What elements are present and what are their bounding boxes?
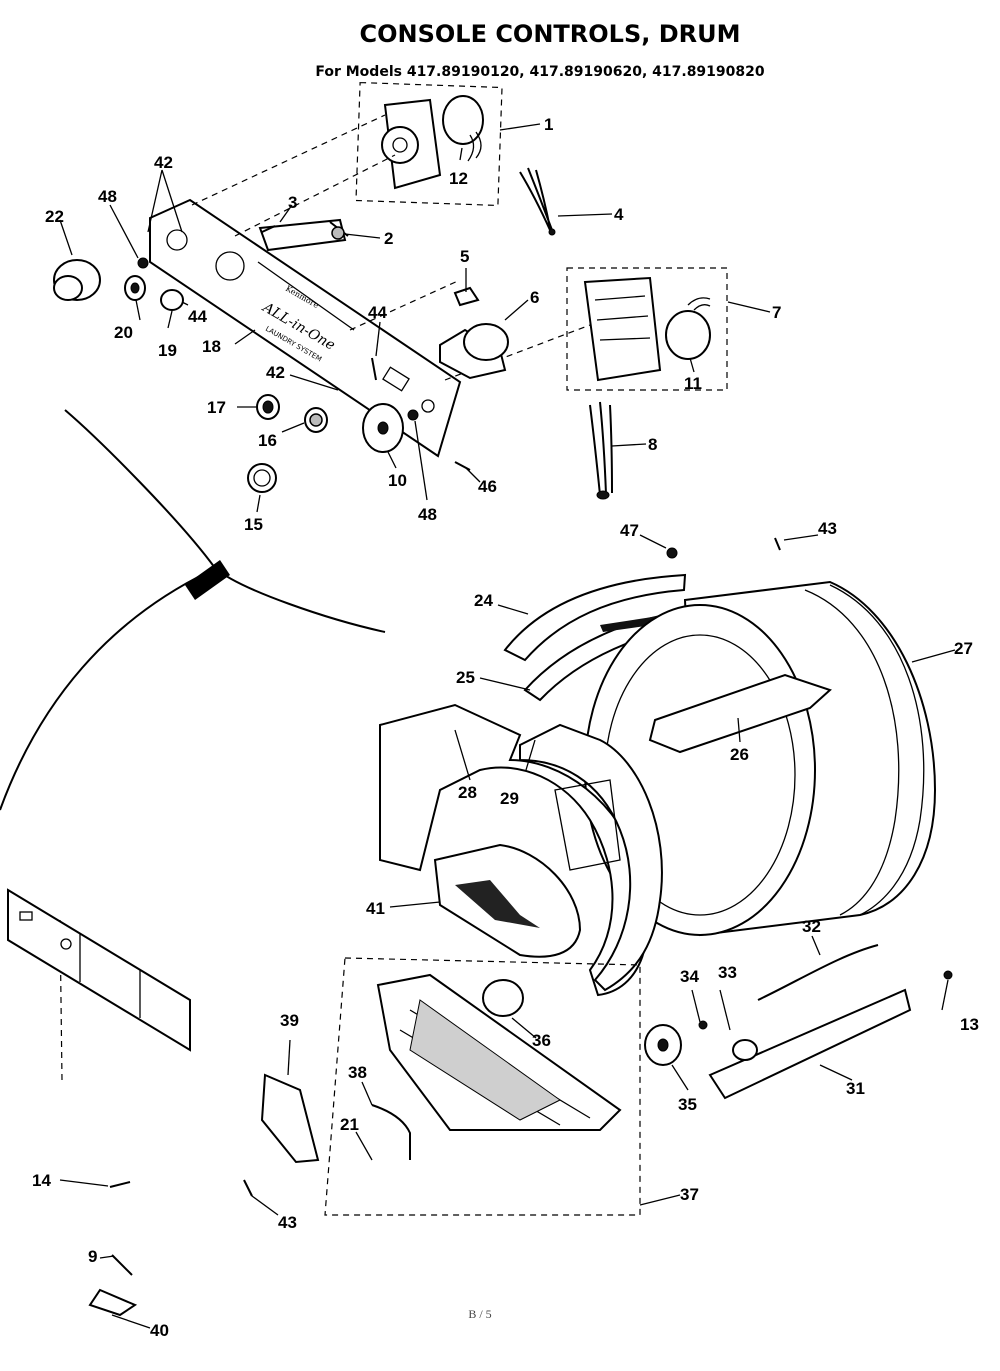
callout-48b: 48 [418, 505, 437, 524]
knob-15 [247, 463, 277, 493]
buzzer [439, 286, 509, 380]
grommet-48b [407, 409, 419, 421]
callout-24: 24 [474, 591, 493, 610]
callout-13: 13 [960, 1015, 979, 1034]
callout-42a: 42 [154, 153, 173, 172]
cabinet-outline [0, 409, 386, 1081]
model-subtitle: For Models 417.89190120, 417.89190620, 4… [315, 64, 765, 80]
callout-47: 47 [620, 521, 639, 540]
screw-9 [111, 1254, 133, 1276]
callout-32: 32 [802, 917, 821, 936]
callout-42b: 42 [266, 363, 285, 382]
pulley-hub [657, 1038, 669, 1052]
pulley-33 [732, 1039, 758, 1061]
knob-22 [53, 259, 101, 301]
callout-1: 1 [544, 115, 553, 134]
lint-filter-assembly [324, 957, 641, 1216]
screw-34 [698, 1020, 708, 1030]
screw-46 [454, 461, 471, 471]
screw-43a [774, 537, 781, 551]
callout-39: 39 [280, 1011, 299, 1030]
wire-harness-8 [589, 401, 613, 500]
clip-38 [371, 1104, 411, 1160]
callout-16: 16 [258, 431, 277, 450]
callout-10: 10 [388, 471, 407, 490]
callout-6: 6 [530, 288, 539, 307]
screw-14 [109, 1181, 131, 1188]
callout-20: 20 [114, 323, 133, 342]
callout-26: 26 [730, 745, 749, 764]
callout-28: 28 [458, 783, 477, 802]
grommet-48 [137, 257, 149, 269]
front-control-strip [7, 888, 191, 1052]
callout-44b: 44 [368, 303, 387, 322]
bracket-31 [708, 988, 912, 1100]
callout-3: 3 [288, 193, 297, 212]
callout-4: 4 [614, 205, 624, 224]
leader-lines [59, 123, 956, 1329]
knob-17 [256, 394, 280, 420]
bracket-40 [88, 1288, 138, 1317]
plate-41 [433, 843, 582, 958]
callout-12: 12 [449, 169, 468, 188]
callout-36: 36 [532, 1031, 551, 1050]
callout-17: 17 [207, 398, 226, 417]
cover-39 [260, 1073, 320, 1164]
screw-47 [666, 547, 678, 559]
callout-14: 14 [32, 1171, 51, 1190]
callout-35: 35 [678, 1095, 697, 1114]
callout-43b: 43 [278, 1213, 297, 1232]
knob-16 [304, 407, 328, 433]
relay-assembly [566, 267, 728, 391]
callout-27: 27 [954, 639, 973, 658]
callout-31: 31 [846, 1079, 865, 1098]
callout-9: 9 [88, 1247, 97, 1266]
callout-18: 18 [202, 337, 221, 356]
screw-43b [243, 1179, 253, 1197]
callout-43a: 43 [818, 519, 837, 538]
callout-21: 21 [340, 1115, 359, 1134]
screw-13 [943, 970, 953, 980]
callout-29: 29 [500, 789, 519, 808]
callout-5: 5 [460, 247, 469, 266]
callout-40: 40 [150, 1321, 169, 1340]
callout-41: 41 [366, 899, 385, 918]
wire-harness-4 [519, 167, 556, 236]
callout-19: 19 [158, 341, 177, 360]
console-panel: Kenmore ALL-in-One LAUNDRY SYSTEM [149, 198, 462, 458]
callout-7: 7 [772, 303, 781, 322]
diagram-title: CONSOLE CONTROLS, DRUM [359, 20, 740, 48]
callout-25: 25 [456, 668, 475, 687]
push-switch [258, 218, 349, 252]
front-bulkhead [379, 703, 663, 997]
callout-37: 37 [680, 1185, 699, 1204]
callout-22: 22 [45, 207, 64, 226]
callout-2: 2 [384, 229, 393, 248]
dial-10 [362, 403, 404, 453]
screw-44 [371, 357, 377, 381]
callout-44a: 44 [188, 307, 207, 326]
callout-38: 38 [348, 1063, 367, 1082]
callout-8: 8 [648, 435, 657, 454]
bezel-19 [160, 289, 184, 311]
baffle-24 [503, 573, 687, 662]
assembly-guide-lines [191, 114, 591, 381]
timer-assembly [355, 81, 503, 207]
callout-11: 11 [684, 374, 702, 393]
callout-46: 46 [478, 477, 497, 496]
page-number: B / 5 [468, 1307, 491, 1321]
callout-48a: 48 [98, 187, 117, 206]
knob-20 [124, 275, 146, 301]
callout-15: 15 [244, 515, 263, 534]
rod-32 [757, 944, 879, 1001]
baffle-26 [648, 673, 832, 754]
callout-34: 34 [680, 967, 699, 986]
callout-33: 33 [718, 963, 737, 982]
